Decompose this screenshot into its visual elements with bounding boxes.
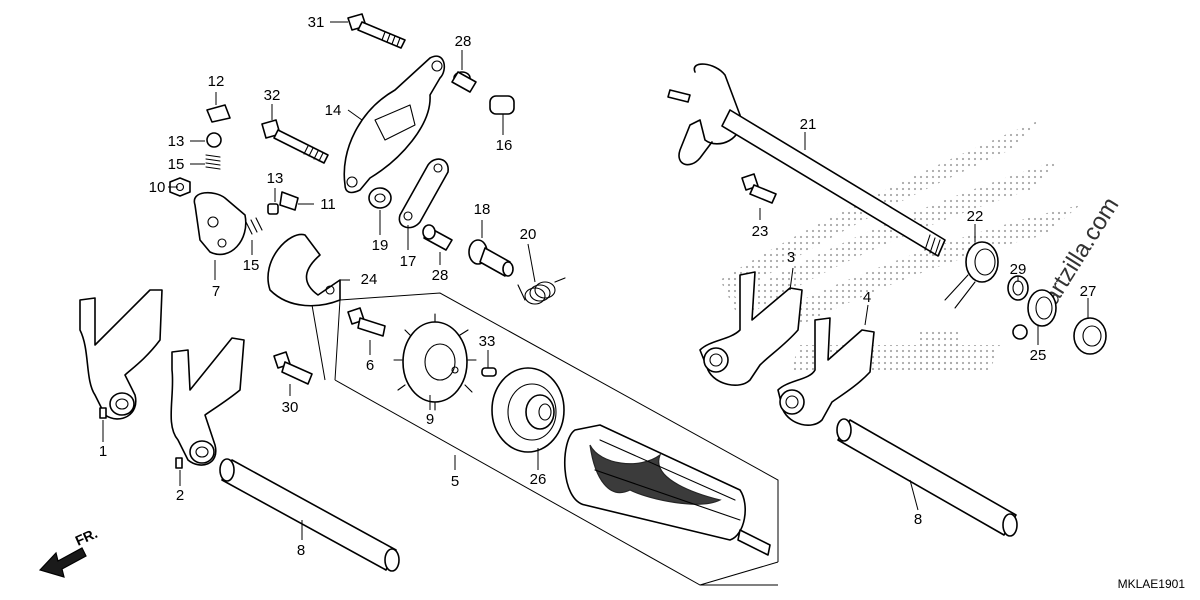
part-33-pin [481,367,497,377]
part-31-bolt [347,13,406,49]
part-4-shift-fork [777,317,875,426]
part-10-nut [169,177,191,197]
callout-26: 26 [530,471,547,488]
part-19-washer [368,187,392,209]
part-30-bolt [273,351,313,385]
callout-27: 27 [1080,283,1097,300]
callout-15-right: 15 [243,257,260,274]
part-12-stopper [206,104,231,123]
callout-32: 32 [264,87,281,104]
callout-4: 4 [863,289,871,306]
part-11-clip [279,191,299,211]
callout-23: 23 [752,223,769,240]
part-14-stopper-plate [343,55,446,194]
callout-16: 16 [496,137,513,154]
part-23-bolt [741,173,777,204]
part-24-guide-plate [267,233,341,307]
leader-lines [102,21,1089,540]
callout-12: 12 [208,73,225,90]
part-6-bolt [347,307,386,337]
part-8-fork-shaft-right [836,418,1018,537]
diagram-code: MKLAE1901 [1118,577,1186,591]
callout-5: 5 [451,473,459,490]
part-7-drum-bracket [193,191,247,256]
part-9-shift-drum-gear [393,313,477,411]
part-16-bushing [489,95,515,115]
callout-1: 1 [99,443,107,460]
callout-10: 10 [149,179,166,196]
callout-28-top: 28 [455,33,472,50]
callout-33: 33 [479,333,496,350]
callout-17: 17 [400,253,417,270]
part-1-shift-fork [79,289,163,420]
part-5-shift-drum [563,424,771,556]
callout-30: 30 [282,399,299,416]
callout-7: 7 [212,283,220,300]
part-26-bearing [491,367,565,453]
part-17-stopper-arm [398,158,449,229]
part-28-collar-mid [422,224,453,251]
callout-8-left: 8 [297,542,305,559]
callout-13-left: 13 [168,133,185,150]
part-27-bearing [1073,317,1107,355]
part-20-spring [517,277,566,305]
callout-13-right: 13 [267,170,284,187]
callout-22: 22 [967,208,984,225]
part-8-fork-shaft-left [219,458,400,572]
front-label: FR. [73,525,100,549]
callout-19: 19 [372,237,389,254]
callout-14: 14 [325,102,342,119]
callout-29: 29 [1010,261,1027,278]
callout-8-right: 8 [914,511,922,528]
part-32-bolt [261,119,329,164]
callout-labels: 1 2 3 4 5 6 7 8 8 9 10 11 12 13 13 14 15… [99,14,1097,559]
callout-3: 3 [787,249,795,266]
part-18-shaft [468,239,514,277]
part-3-shift-fork [699,271,803,386]
part-13-pin-right [267,203,279,215]
group-5-bracket [334,292,779,586]
callout-28-mid: 28 [432,267,449,284]
part-25-oil-seal [1012,289,1057,340]
callout-6: 6 [366,357,374,374]
callout-31: 31 [308,14,325,31]
callout-18: 18 [474,201,491,218]
front-direction-arrow: FR. [38,525,100,578]
callout-15-left: 15 [168,156,185,173]
part-21-gearshift-spindle [667,63,946,257]
callout-9: 9 [426,411,434,428]
callout-2: 2 [176,487,184,504]
part-15-spring-right [245,217,263,235]
part-2-shift-fork [170,337,245,469]
callout-25: 25 [1030,347,1047,364]
part-15-spring-left [205,154,221,170]
part-22-return-spring [944,241,999,309]
callout-24: 24 [361,271,378,288]
part-13-pin-left [206,132,222,148]
callout-11: 11 [320,196,336,213]
part-28-collar-top [451,71,477,93]
callout-20: 20 [520,226,537,243]
callout-21: 21 [800,116,817,133]
